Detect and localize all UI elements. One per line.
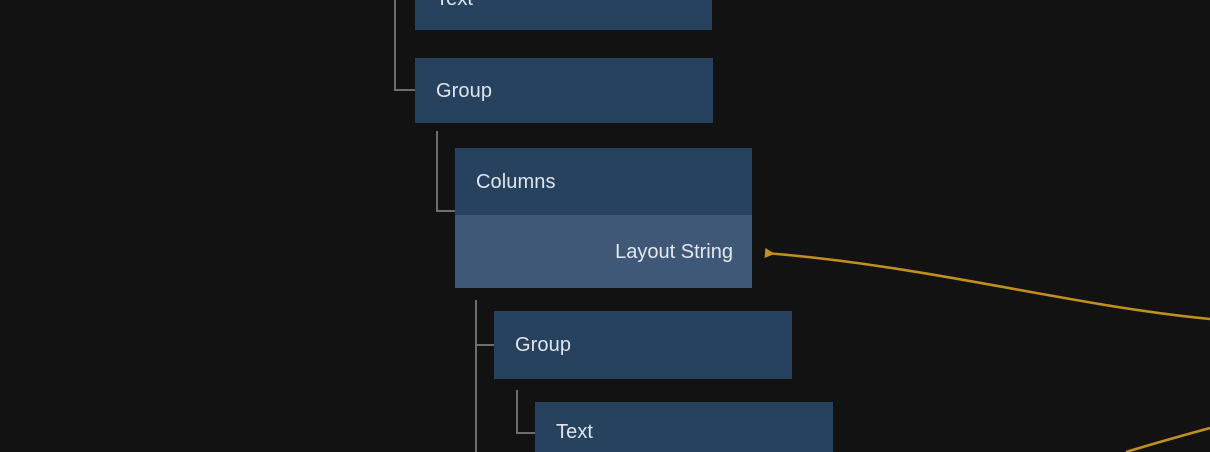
tree-node-group-upper[interactable]: Group: [415, 58, 713, 123]
tree-node-text-top[interactable]: Text: [415, 0, 712, 30]
tree-connector-vertical-text-bottom: [516, 390, 518, 434]
tree-node-label: Group: [436, 79, 493, 102]
tree-node-text-bottom[interactable]: Text: [535, 402, 833, 452]
tree-node-columns[interactable]: Columns: [455, 148, 752, 215]
tree-node-property-label: Layout String: [615, 240, 733, 263]
tree-connector-elbow-columns: [436, 210, 455, 212]
tree-connector-vertical-columns: [436, 131, 438, 212]
tree-connector-vertical-group-lower: [475, 300, 477, 452]
tree-connector-vertical-group-upper: [394, 0, 396, 91]
tree-node-property-layout-string[interactable]: Layout String: [455, 215, 752, 288]
tree-node-label: Text: [556, 421, 594, 443]
tree-connector-elbow-group-upper: [394, 89, 415, 91]
tree-connector-elbow-text-bottom: [516, 432, 535, 434]
tree-node-label: Columns: [476, 170, 556, 193]
tree-connector-tee-group-lower: [475, 344, 494, 346]
link-curve-lower: [1125, 426, 1210, 452]
tree-node-label: Group: [515, 334, 572, 356]
tree-node-group-lower[interactable]: Group: [494, 311, 792, 379]
tree-node-label: Text: [415, 0, 473, 9]
link-curve-layout-string: [764, 248, 1210, 321]
